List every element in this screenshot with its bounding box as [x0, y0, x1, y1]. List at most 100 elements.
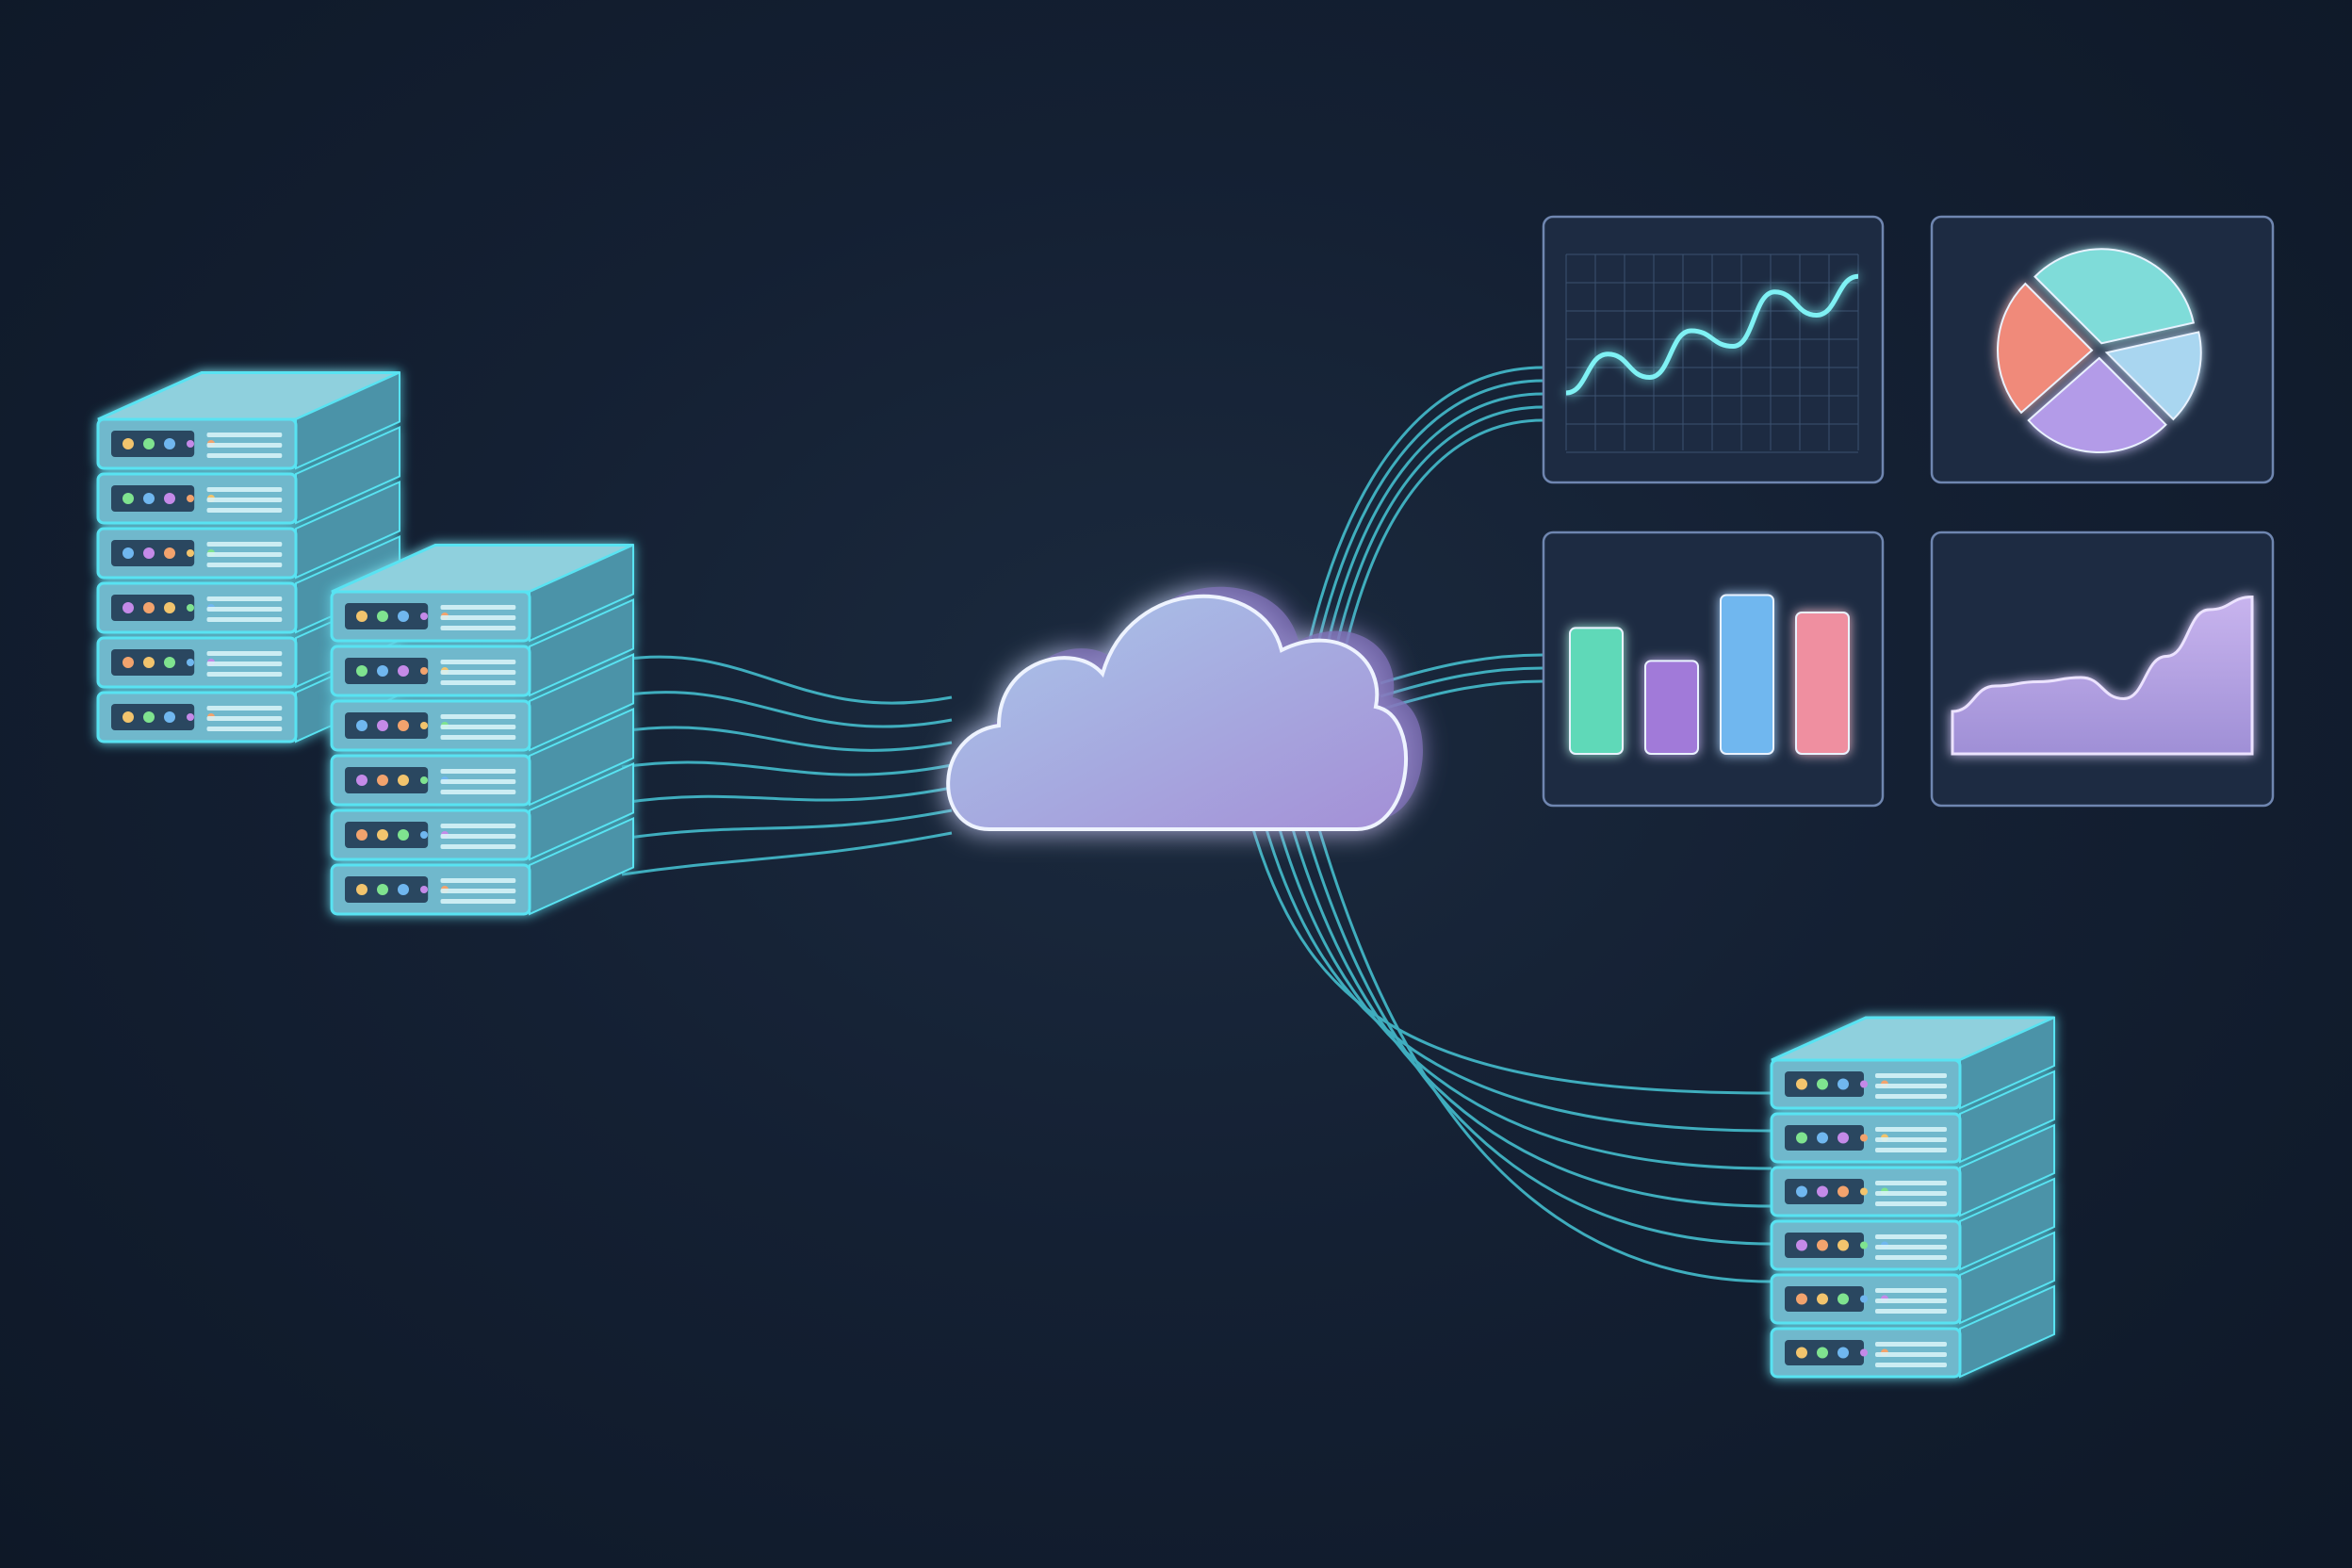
bar — [1720, 594, 1774, 756]
analytics-panels — [1542, 215, 2275, 808]
connector-line — [1331, 405, 1544, 661]
status-led — [164, 602, 175, 613]
bar-chart-icon — [1569, 594, 1850, 756]
server-unit — [330, 707, 634, 807]
status-led — [164, 657, 175, 668]
status-led — [356, 665, 368, 677]
pie-chart-panel — [1930, 215, 2275, 484]
connector-lines — [621, 366, 1772, 1283]
server-unit — [1770, 1231, 2055, 1325]
line-chart-icon — [1565, 273, 1859, 396]
server-unit — [330, 543, 634, 643]
connector-line — [621, 831, 953, 876]
line-chart-grid — [1565, 253, 1859, 453]
server-rack-icon — [330, 543, 634, 916]
status-led — [356, 884, 368, 895]
status-led — [187, 604, 194, 612]
status-led — [164, 711, 175, 723]
server-unit — [1770, 1016, 2055, 1110]
status-led — [122, 547, 134, 559]
status-led — [122, 602, 134, 613]
status-led — [377, 829, 388, 841]
status-led — [143, 602, 155, 613]
status-led — [1860, 1241, 1868, 1250]
status-led — [143, 657, 155, 668]
status-led — [377, 611, 388, 622]
status-led — [122, 438, 134, 449]
connector-line — [621, 691, 953, 728]
status-led — [1796, 1239, 1807, 1251]
cloud-icon — [946, 586, 1424, 831]
line-chart-panel — [1542, 215, 1885, 484]
status-led — [122, 493, 134, 504]
server-unit — [1770, 1123, 2055, 1217]
server-unit — [330, 761, 634, 861]
status-led — [1817, 1132, 1828, 1144]
status-led — [377, 884, 388, 895]
status-led — [143, 493, 155, 504]
status-led — [1838, 1347, 1849, 1359]
status-led — [1817, 1239, 1828, 1251]
area-chart-icon — [1951, 595, 2254, 756]
line-series — [1565, 273, 1859, 396]
status-led — [1817, 1078, 1828, 1090]
status-led — [377, 665, 388, 677]
status-led — [420, 667, 428, 675]
connector-line — [1380, 653, 1544, 685]
server-rack-icon — [1770, 1016, 2055, 1379]
status-led — [420, 722, 428, 729]
connector-line — [621, 808, 953, 841]
status-led — [143, 711, 155, 723]
bar — [1795, 611, 1850, 756]
status-led — [1860, 1187, 1868, 1196]
connector-line — [1251, 828, 1772, 1095]
status-led — [1796, 1293, 1807, 1305]
connector-line — [1291, 828, 1772, 1208]
status-led — [420, 886, 428, 893]
status-led — [377, 775, 388, 786]
status-led — [122, 657, 134, 668]
status-led — [187, 659, 194, 666]
status-led — [398, 829, 409, 841]
status-led — [164, 438, 175, 449]
status-led — [420, 776, 428, 784]
status-led — [164, 547, 175, 559]
connector-line — [621, 786, 953, 805]
pie-chart-icon — [1997, 248, 2202, 453]
connector-line — [1380, 666, 1544, 698]
status-led — [1817, 1347, 1828, 1359]
bar — [1569, 627, 1624, 756]
connector-line — [1317, 828, 1772, 1283]
pie-slice — [2104, 331, 2202, 421]
status-led — [420, 831, 428, 839]
server-unit — [1770, 1177, 2055, 1271]
status-led — [1860, 1080, 1868, 1088]
status-led — [1860, 1134, 1868, 1142]
connector-line — [1265, 828, 1772, 1133]
status-led — [1817, 1293, 1828, 1305]
server-unit — [330, 597, 634, 697]
connector-line — [621, 760, 953, 776]
connector-line — [1313, 379, 1544, 661]
connector-line — [621, 655, 953, 705]
bar — [1644, 660, 1699, 755]
status-led — [187, 440, 194, 448]
status-led — [187, 713, 194, 721]
server-unit — [96, 425, 400, 525]
server-unit — [96, 370, 400, 470]
status-led — [1838, 1293, 1849, 1305]
servers — [96, 370, 2055, 1379]
connector-line — [1322, 392, 1544, 661]
server-unit — [1770, 1284, 2055, 1379]
status-led — [356, 775, 368, 786]
status-led — [1860, 1295, 1868, 1303]
area-series — [1951, 595, 2254, 756]
connector-line — [1341, 418, 1544, 661]
pie-slice — [1997, 282, 2094, 415]
status-led — [377, 720, 388, 731]
status-led — [398, 720, 409, 731]
connector-line — [1278, 828, 1772, 1170]
pie-slice — [2027, 356, 2167, 453]
status-led — [164, 493, 175, 504]
